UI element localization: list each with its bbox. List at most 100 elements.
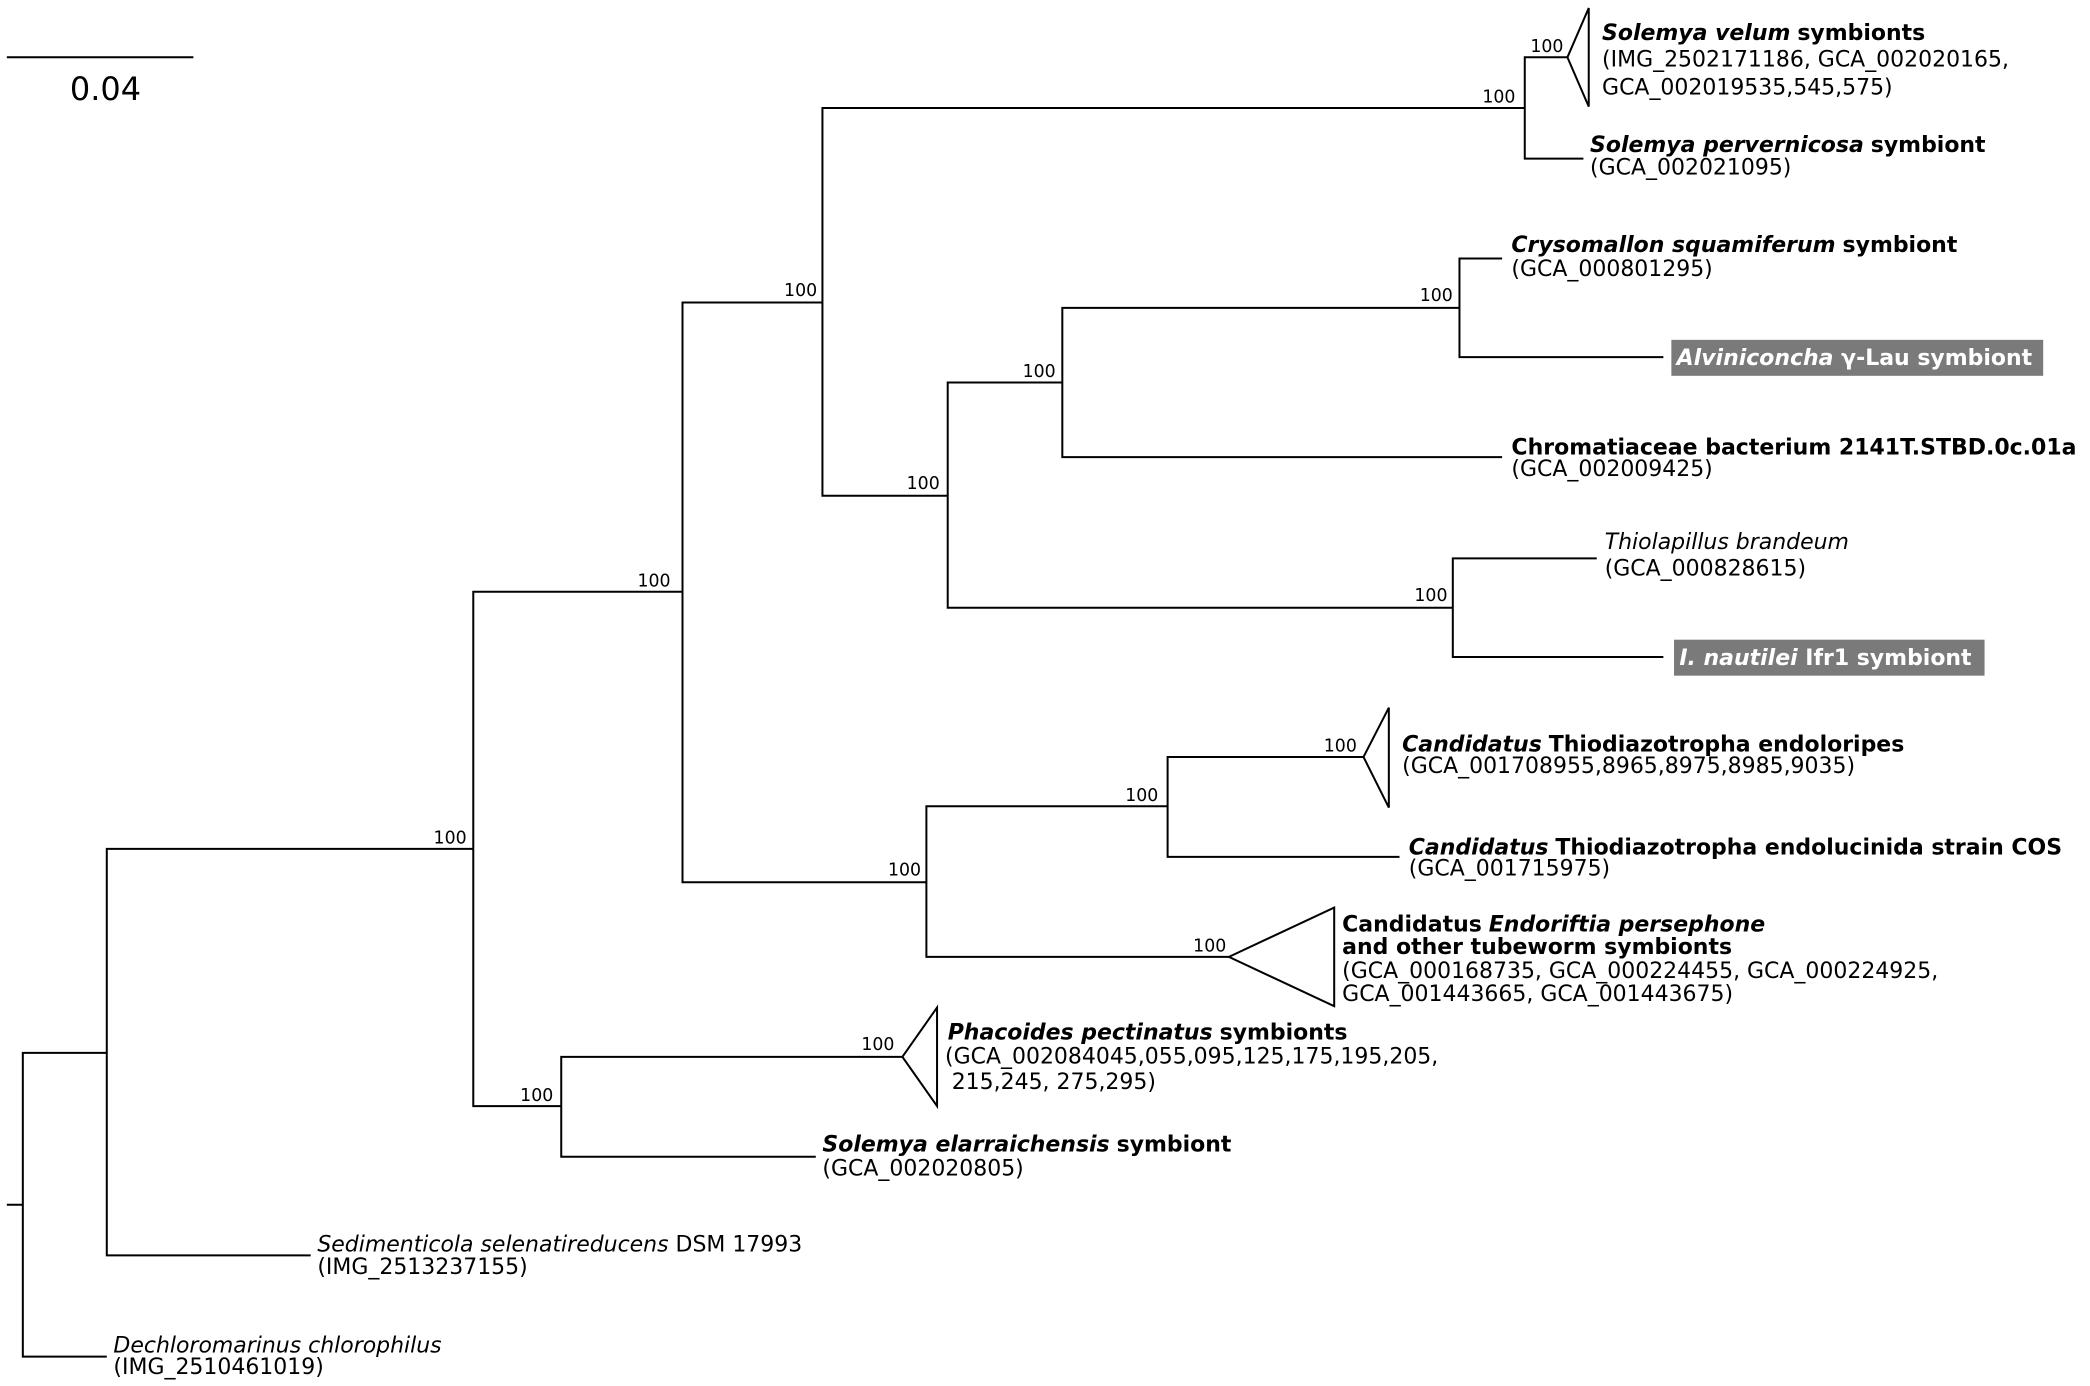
taxon-name-suffix: Ifr1 symbiont xyxy=(1805,646,1971,671)
taxon-name: Thiolapillus brandeum xyxy=(1605,530,1849,555)
clade-bracket-upper xyxy=(681,301,927,884)
clade-bracket-phacoides-solemya-elarraichensis xyxy=(560,1055,903,1158)
support-value-solemya: 100 xyxy=(1482,88,1515,108)
taxon-species-name: Alviniconcha xyxy=(1675,346,1834,371)
taxon-name: Dechloromarinus chlorophilus xyxy=(113,1334,441,1359)
taxon-accession: 215,245, 275,295) xyxy=(952,1070,1156,1095)
taxon-accession: (GCA_002021095) xyxy=(1590,156,1791,181)
support-value-solemya-velum: 100 xyxy=(1530,37,1563,57)
taxon-name: Solemya elarraichensis symbiont xyxy=(822,1132,1231,1157)
taxon-solemya-velum: Solemya velum symbionts (IMG_2502171186,… xyxy=(1602,21,2009,101)
taxon-thiodiazotropha-endolucinida: Candidatus Thiodiazotropha endolucinida … xyxy=(1409,835,2062,881)
support-value-phacoides: 100 xyxy=(861,1035,894,1055)
taxon-species-name: Phacoides pectinatus xyxy=(948,1021,1213,1046)
taxon-thiolapillus-brandeum: Thiolapillus brandeum (GCA_000828615) xyxy=(1605,530,1849,582)
support-value-phacoides-solemya-elarraichensis: 100 xyxy=(520,1086,553,1106)
taxon-solemya-elarraichensis: Solemya elarraichensis symbiont (GCA_002… xyxy=(822,1132,1231,1181)
clade-bracket-gammaproteobacteria xyxy=(105,847,474,1257)
taxon-name: Crysomallon squamiferum symbiont xyxy=(1511,233,1957,258)
collapsed-clades xyxy=(901,7,1590,1110)
taxon-name-suffix: symbionts xyxy=(1797,21,1925,46)
support-value-thiodiazotropha-endoloripes: 100 xyxy=(1324,737,1357,757)
support-value-gastropod-symbionts: 100 xyxy=(907,474,940,494)
taxon-name: Chromatiaceae bacterium 2141T.STBD.0c.01… xyxy=(1511,435,2076,460)
taxon-i-nautilei-highlighted: I. nautilei Ifr1 symbiont xyxy=(1674,639,1985,676)
taxon-species-name: Solemya velum xyxy=(1602,21,1790,46)
scale-bar-label: 0.04 xyxy=(70,70,141,108)
taxon-phacoides-pectinatus: Phacoides pectinatus symbionts (GCA_0020… xyxy=(945,1021,1438,1095)
taxon-name: Phacoides pectinatus symbionts xyxy=(948,1021,1348,1046)
taxon-candidatus: Candidatus xyxy=(1402,733,1542,758)
clade-bracket-thiolapillus-nautilei xyxy=(1451,557,1664,659)
clade-bracket-root xyxy=(21,1051,107,1358)
taxon-accession: (GCA_000801295) xyxy=(1511,257,1712,282)
taxon-name-suffix: symbiont xyxy=(1117,1132,1232,1157)
support-value-endoriftia: 100 xyxy=(1193,937,1226,957)
clade-bracket-crysomallon-alviniconcha xyxy=(1458,257,1664,359)
support-value-crysomallon-alviniconcha: 100 xyxy=(1420,286,1453,306)
support-values: 100 100 100 100 100 100 100 100 100 100 … xyxy=(434,37,1564,1106)
taxon-name-suffix: symbiont xyxy=(1871,133,1986,158)
taxon-endoriftia-persephone: Candidatus Endoriftia persephone and oth… xyxy=(1342,913,1938,1007)
taxon-name: I. nautilei Ifr1 symbiont xyxy=(1679,646,1971,671)
taxon-name-suffix: symbionts xyxy=(1220,1021,1348,1046)
support-value-lucinid-tubeworm: 100 xyxy=(888,861,921,881)
taxon-species-name: Sedimenticola selenatireducens xyxy=(317,1232,668,1257)
taxon-name-line2: and other tubeworm symbionts xyxy=(1342,935,1732,960)
taxon-name-suffix: symbiont xyxy=(1843,233,1958,258)
taxon-species-name: Crysomallon squamiferum xyxy=(1511,233,1835,258)
taxon-accession: (IMG_2510461019) xyxy=(113,1355,323,1380)
taxon-name: Sedimenticola selenatireducens DSM 17993 xyxy=(317,1232,802,1257)
taxon-accession: (GCA_002084045,055,095,125,175,195,205, xyxy=(945,1044,1438,1069)
support-value-solemya-and-gastropod: 100 xyxy=(784,281,817,301)
taxon-accession: (GCA_002020805) xyxy=(822,1156,1023,1181)
taxon-thiodiazotropha-endoloripes: Candidatus Thiodiazotropha endoloripes (… xyxy=(1402,733,1904,779)
taxon-name-suffix: γ-Lau symbiont xyxy=(1841,346,2032,371)
clade-bracket-alviniconcha-chromatiaceae xyxy=(1061,306,1503,459)
taxon-species-name: I. nautilei xyxy=(1679,646,1798,671)
taxon-sedimenticola-selenatireducens: Sedimenticola selenatireducens DSM 17993… xyxy=(317,1232,802,1280)
clade-bracket-symbionts xyxy=(472,590,683,1108)
support-value-alviniconcha-chromatiaceae: 100 xyxy=(1023,362,1056,382)
taxon-name: Solemya pervernicosa symbiont xyxy=(1590,133,1986,158)
taxon-strain: DSM 17993 xyxy=(676,1232,803,1257)
tree-branches xyxy=(6,56,1664,1358)
collapsed-clade-phacoides xyxy=(901,1004,939,1110)
taxon-name-suffix: Thiodiazotropha endoloripes xyxy=(1549,733,1905,758)
taxon-candidatus: Candidatus xyxy=(1342,913,1482,938)
collapsed-clade-endoriftia xyxy=(1226,905,1336,1008)
taxon-accession: GCA_001443665, GCA_001443675) xyxy=(1342,982,1733,1007)
taxon-species-name: Solemya elarraichensis xyxy=(822,1132,1109,1157)
taxon-name: Candidatus Thiodiazotropha endolucinida … xyxy=(1409,835,2062,860)
taxon-chromatiaceae-bacterium: Chromatiaceae bacterium 2141T.STBD.0c.01… xyxy=(1511,435,2076,481)
support-value-thiodiazotropha: 100 xyxy=(1125,786,1158,806)
collapsed-clade-thiodiazotropha-endoloripes xyxy=(1362,707,1390,809)
taxon-accession: (GCA_002009425) xyxy=(1511,457,1712,482)
taxon-accession: (GCA_001715975) xyxy=(1409,857,1610,882)
highlight-box xyxy=(1671,339,2044,376)
support-value-symbionts: 100 xyxy=(434,829,467,849)
taxon-name: Candidatus Endoriftia persephone xyxy=(1342,913,1765,938)
collapsed-clade-solemya-velum xyxy=(1566,7,1590,108)
highlight-box xyxy=(1674,639,1985,676)
taxon-solemya-pervernicosa: Solemya pervernicosa symbiont (GCA_00202… xyxy=(1590,133,1986,181)
taxon-name: Alviniconcha γ-Lau symbiont xyxy=(1675,346,2032,371)
taxon-accession: (GCA_000828615) xyxy=(1605,557,1806,582)
clade-bracket-gastropod-symbionts xyxy=(946,381,1453,609)
taxon-species-name: Endoriftia persephone xyxy=(1489,913,1765,938)
taxon-accession: (GCA_001708955,8965,8975,8985,9035) xyxy=(1402,754,1855,779)
taxon-name: Solemya velum symbionts xyxy=(1602,21,1925,46)
taxon-candidatus: Candidatus xyxy=(1409,835,1549,860)
taxon-name-suffix: Thiodiazotropha endolucinida strain COS xyxy=(1555,835,2062,860)
clade-bracket-lucinid-tubeworm xyxy=(925,805,1229,958)
taxon-dechloromarinus-chlorophilus: Dechloromarinus chlorophilus (IMG_251046… xyxy=(113,1334,441,1380)
support-value-thiolapillus-nautilei: 100 xyxy=(1414,586,1447,606)
taxon-accession: (IMG_2513237155) xyxy=(317,1255,527,1280)
taxon-labels: Solemya velum symbionts (IMG_2502171186,… xyxy=(113,21,2076,1380)
taxon-accession: (IMG_2502171186, GCA_002020165, xyxy=(1602,48,2009,73)
clade-bracket-solemya-and-gastropod xyxy=(821,106,1525,497)
clade-bracket-thiodiazotropha xyxy=(1166,755,1400,858)
taxon-accession: (GCA_000168735, GCA_000224455, GCA_00022… xyxy=(1342,959,1938,984)
taxon-name: Candidatus Thiodiazotropha endoloripes xyxy=(1402,733,1904,758)
